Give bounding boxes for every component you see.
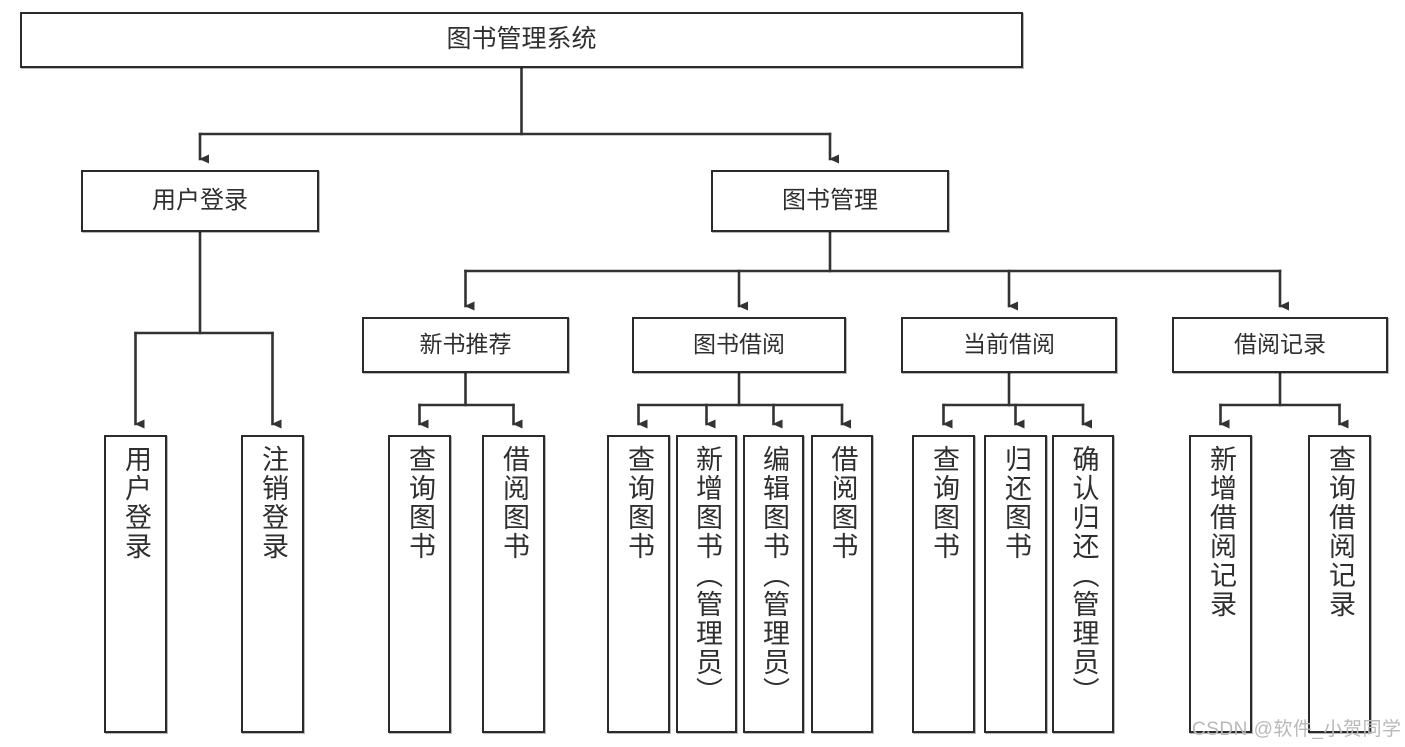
node-leaf-cb-return-book[interactable]: 归还图书: [984, 435, 1047, 733]
node-label-leaf-br-query-record: 查询借阅记录: [1325, 445, 1355, 619]
node-label-current-borrow: 当前借阅: [963, 331, 1055, 358]
node-current-borrow[interactable]: 当前借阅: [901, 317, 1117, 373]
node-leaf-cb-query-book[interactable]: 查询图书: [912, 435, 975, 733]
node-label-leaf-cb-return-book: 归还图书: [1001, 445, 1031, 561]
node-label-book-manage: 图书管理: [782, 186, 878, 214]
node-leaf-rec-borrow-book[interactable]: 借阅图书: [482, 435, 545, 733]
node-user-login[interactable]: 用户登录: [81, 170, 319, 232]
node-label-root: 图书管理系统: [446, 25, 597, 54]
node-leaf-rec-query-book[interactable]: 查询图书: [388, 435, 451, 733]
node-leaf-bb-query-book[interactable]: 查询图书: [607, 435, 670, 733]
node-label-new-book-recommend: 新书推荐: [419, 331, 512, 358]
node-label-leaf-cb-query-book: 查询图书: [929, 445, 959, 561]
node-label-leaf-bb-borrow-book: 借阅图书: [827, 445, 858, 561]
node-label-leaf-user-login: 用户登录: [121, 445, 151, 561]
connector-lines: [134, 66, 1349, 429]
node-label-leaf-user-logout: 注销登录: [258, 445, 288, 561]
node-book-manage[interactable]: 图书管理: [711, 170, 949, 232]
node-label-leaf-cb-confirm-return: 确认归还（管理员）: [1068, 445, 1099, 706]
node-leaf-br-query-record[interactable]: 查询借阅记录: [1308, 435, 1371, 733]
node-book-borrow[interactable]: 图书借阅: [632, 317, 846, 373]
node-borrow-record[interactable]: 借阅记录: [1172, 317, 1388, 373]
node-root[interactable]: 图书管理系统: [20, 12, 1023, 68]
node-leaf-br-add-record[interactable]: 新增借阅记录: [1189, 435, 1252, 733]
node-label-leaf-bb-edit-book: 编辑图书（管理员）: [759, 445, 789, 706]
node-label-borrow-record: 借阅记录: [1234, 331, 1326, 358]
node-label-leaf-bb-query-book: 查询图书: [624, 445, 654, 561]
csdn-watermark: CSDN @软件_小贺同学: [1192, 719, 1402, 740]
node-leaf-user-login[interactable]: 用户登录: [104, 435, 167, 733]
node-label-leaf-br-add-record: 新增借阅记录: [1206, 445, 1236, 619]
node-leaf-bb-edit-book[interactable]: 编辑图书（管理员）: [743, 435, 804, 733]
node-label-user-login: 用户登录: [152, 186, 248, 214]
node-leaf-user-logout[interactable]: 注销登录: [241, 435, 304, 733]
node-leaf-bb-add-book[interactable]: 新增图书（管理员）: [676, 435, 737, 733]
node-leaf-cb-confirm-return[interactable]: 确认归还（管理员）: [1052, 435, 1114, 733]
node-label-leaf-rec-query-book: 查询图书: [405, 445, 435, 561]
node-label-book-borrow: 图书借阅: [693, 331, 785, 358]
node-label-leaf-rec-borrow-book: 借阅图书: [499, 445, 529, 561]
node-label-leaf-bb-add-book: 新增图书（管理员）: [692, 445, 722, 706]
node-leaf-bb-borrow-book[interactable]: 借阅图书: [811, 435, 873, 733]
node-new-book-recommend[interactable]: 新书推荐: [362, 317, 569, 373]
